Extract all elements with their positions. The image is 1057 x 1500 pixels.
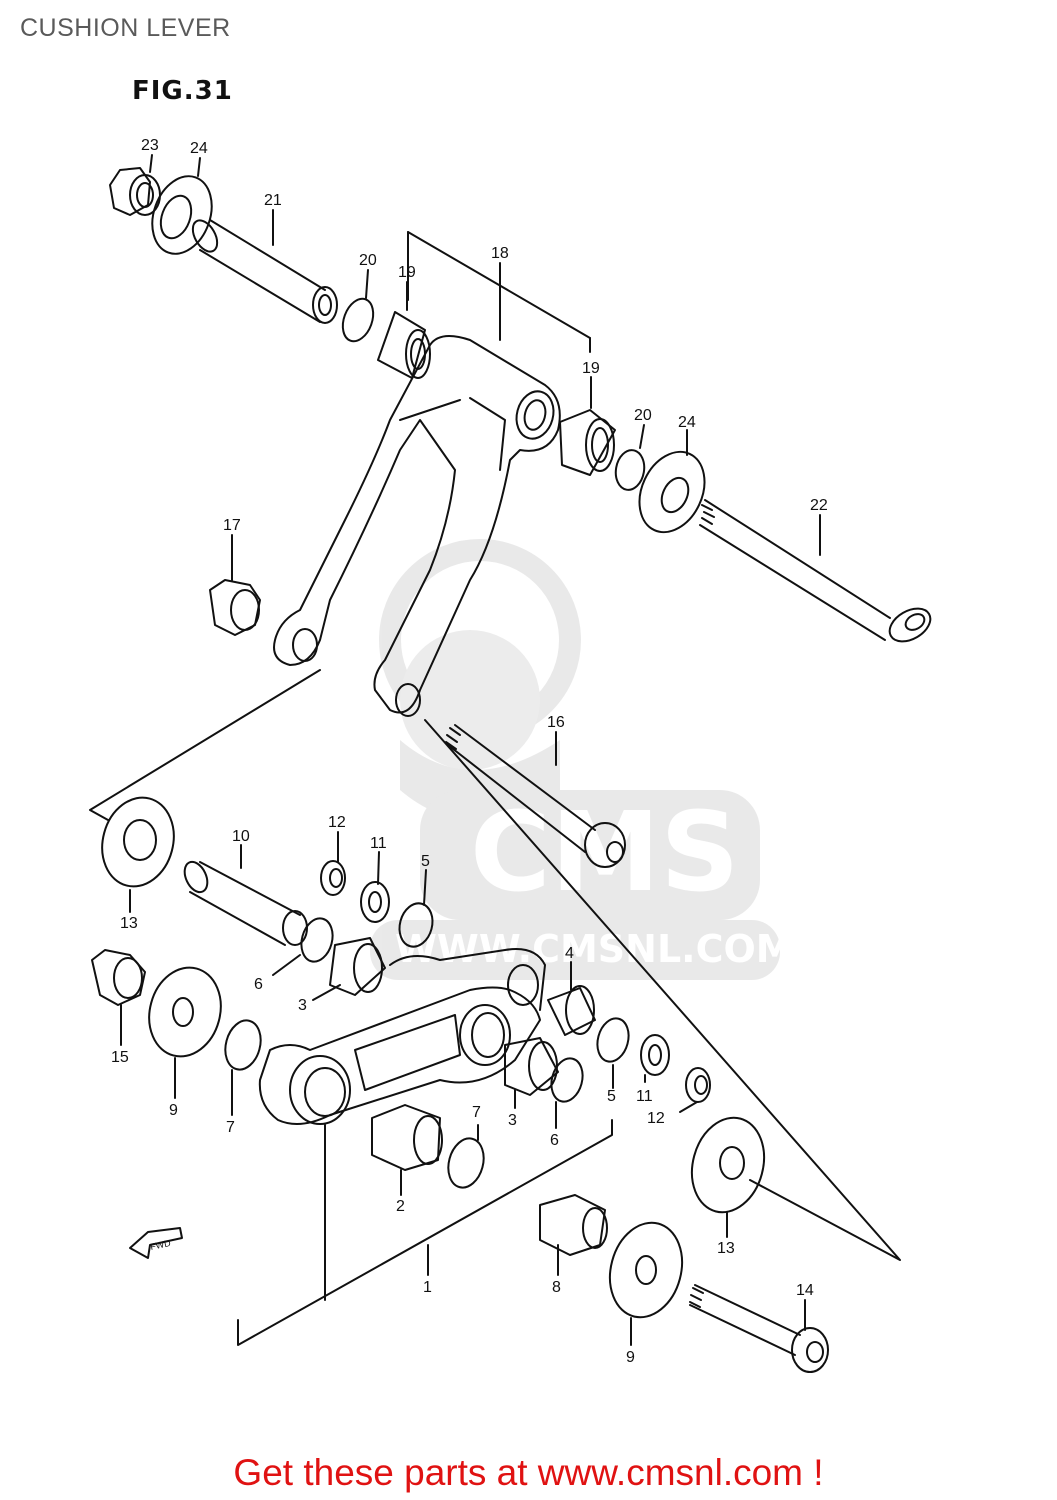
callout-20: 20 xyxy=(634,407,652,424)
fwd-arrow-icon xyxy=(129,1227,183,1259)
spacer-21 xyxy=(191,219,338,324)
cms-watermark: CMS WWW.CMSNL.COM xyxy=(370,539,794,980)
oring-6-lower xyxy=(550,1057,584,1103)
washer-9-lower xyxy=(608,1221,684,1319)
callout-16: 16 xyxy=(547,714,565,731)
callout-19: 19 xyxy=(398,264,416,281)
callout-1: 1 xyxy=(423,1279,432,1296)
spacer-10 xyxy=(183,860,308,946)
bearing-3-lower xyxy=(504,1037,559,1096)
callout-3: 3 xyxy=(298,997,307,1014)
callout-13: 13 xyxy=(717,1240,735,1257)
nut-15 xyxy=(91,949,146,1006)
exploded-parts-diagram: CMS WWW.CMSNL.COM xyxy=(89,137,932,1373)
callout-19: 19 xyxy=(582,360,600,377)
washer-24-right xyxy=(638,450,706,534)
seal-11-lower xyxy=(640,1034,670,1076)
oring-7-lower xyxy=(447,1137,485,1189)
bearing-19-right xyxy=(559,409,616,476)
callout-23: 23 xyxy=(141,137,159,154)
oring-5-lower xyxy=(596,1017,630,1063)
callout-5: 5 xyxy=(607,1088,616,1105)
bolt-16 xyxy=(445,724,626,868)
callout-labels: 23 24 21 20 19 18 19 20 24 22 17 16 10 1… xyxy=(111,137,828,1366)
callout-18: 18 xyxy=(491,245,509,262)
bearing-19-left xyxy=(377,311,431,379)
oring-5-top xyxy=(398,902,434,948)
callout-9: 9 xyxy=(169,1102,178,1119)
washer-13-lower xyxy=(690,1116,766,1214)
oring-6-top xyxy=(300,917,334,963)
callout-7: 7 xyxy=(472,1104,481,1121)
callout-3: 3 xyxy=(508,1112,517,1129)
nut-17 xyxy=(209,579,261,636)
flange-nut-23 xyxy=(109,167,161,216)
leader-line xyxy=(424,719,901,1261)
cushion-lever-18 xyxy=(273,335,561,717)
callout-24: 24 xyxy=(678,414,696,431)
figure-label: FIG.31 xyxy=(132,76,233,106)
callout-12: 12 xyxy=(647,1110,665,1127)
leader-line xyxy=(237,1119,613,1346)
fwd-label: FWD xyxy=(149,1238,172,1252)
callout-13: 13 xyxy=(120,915,138,932)
callout-8: 8 xyxy=(552,1279,561,1296)
washer-24-top xyxy=(151,175,213,255)
callout-4: 4 xyxy=(565,945,574,962)
watermark-url: WWW.CMSNL.COM xyxy=(395,927,794,971)
dust-seal-12-top xyxy=(320,860,346,896)
dust-seal-12-lower xyxy=(685,1067,711,1103)
oring-7-left xyxy=(224,1019,262,1071)
cushion-rod-1 xyxy=(258,948,546,1125)
leader-line xyxy=(89,669,321,821)
watermark-brand: CMS xyxy=(470,788,739,916)
callout-11: 11 xyxy=(636,1088,653,1105)
spacer-8 xyxy=(539,1194,608,1256)
callout-11: 11 xyxy=(370,835,387,852)
bearing-2 xyxy=(371,1104,443,1171)
spacer-4 xyxy=(547,985,596,1036)
callout-14: 14 xyxy=(796,1282,814,1299)
bearing-3-top xyxy=(329,937,386,996)
callout-5: 5 xyxy=(421,853,430,870)
washer-9-left xyxy=(148,966,222,1058)
callout-10: 10 xyxy=(232,828,250,845)
callout-17: 17 xyxy=(223,517,241,534)
callout-24: 24 xyxy=(190,140,208,157)
callout-22: 22 xyxy=(810,497,828,514)
callout-21: 21 xyxy=(264,192,282,209)
callout-12: 12 xyxy=(328,814,346,831)
callout-6: 6 xyxy=(254,976,263,993)
bolt-14 xyxy=(689,1284,829,1373)
callout-6: 6 xyxy=(550,1132,559,1149)
callout-9: 9 xyxy=(626,1349,635,1366)
page-title: CUSHION LEVER xyxy=(20,14,231,42)
oring-20-right xyxy=(614,449,646,491)
washer-13-left xyxy=(101,796,175,888)
seal-11-top xyxy=(360,881,390,923)
callout-7: 7 xyxy=(226,1119,235,1136)
callout-2: 2 xyxy=(396,1198,405,1215)
callout-20: 20 xyxy=(359,252,377,269)
oring-20-top xyxy=(341,297,375,343)
footer-link[interactable]: Get these parts at www.cmsnl.com ! xyxy=(233,1452,824,1493)
callout-15: 15 xyxy=(111,1049,129,1066)
bolt-22 xyxy=(699,499,932,643)
